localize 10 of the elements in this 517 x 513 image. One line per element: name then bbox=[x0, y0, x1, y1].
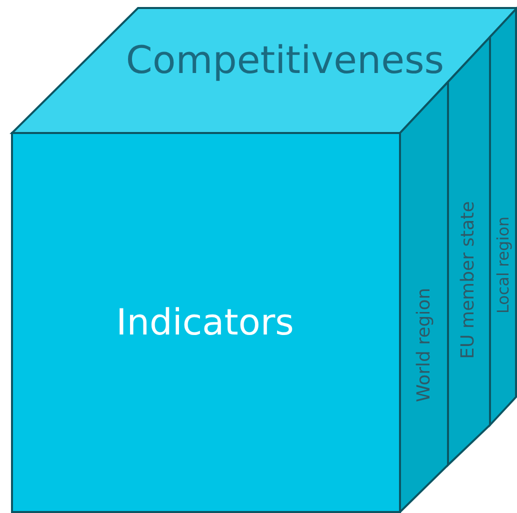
band-label: EU member state bbox=[458, 201, 478, 359]
front-face bbox=[12, 133, 400, 512]
band-label: Local region bbox=[494, 216, 512, 314]
face-label: Indicators bbox=[116, 302, 294, 344]
side-band bbox=[448, 37, 490, 465]
side-band bbox=[490, 9, 516, 425]
side-band bbox=[400, 82, 448, 512]
band-label: World region bbox=[414, 288, 434, 402]
top-face bbox=[12, 8, 517, 133]
face-label: Competitiveness bbox=[126, 38, 444, 82]
